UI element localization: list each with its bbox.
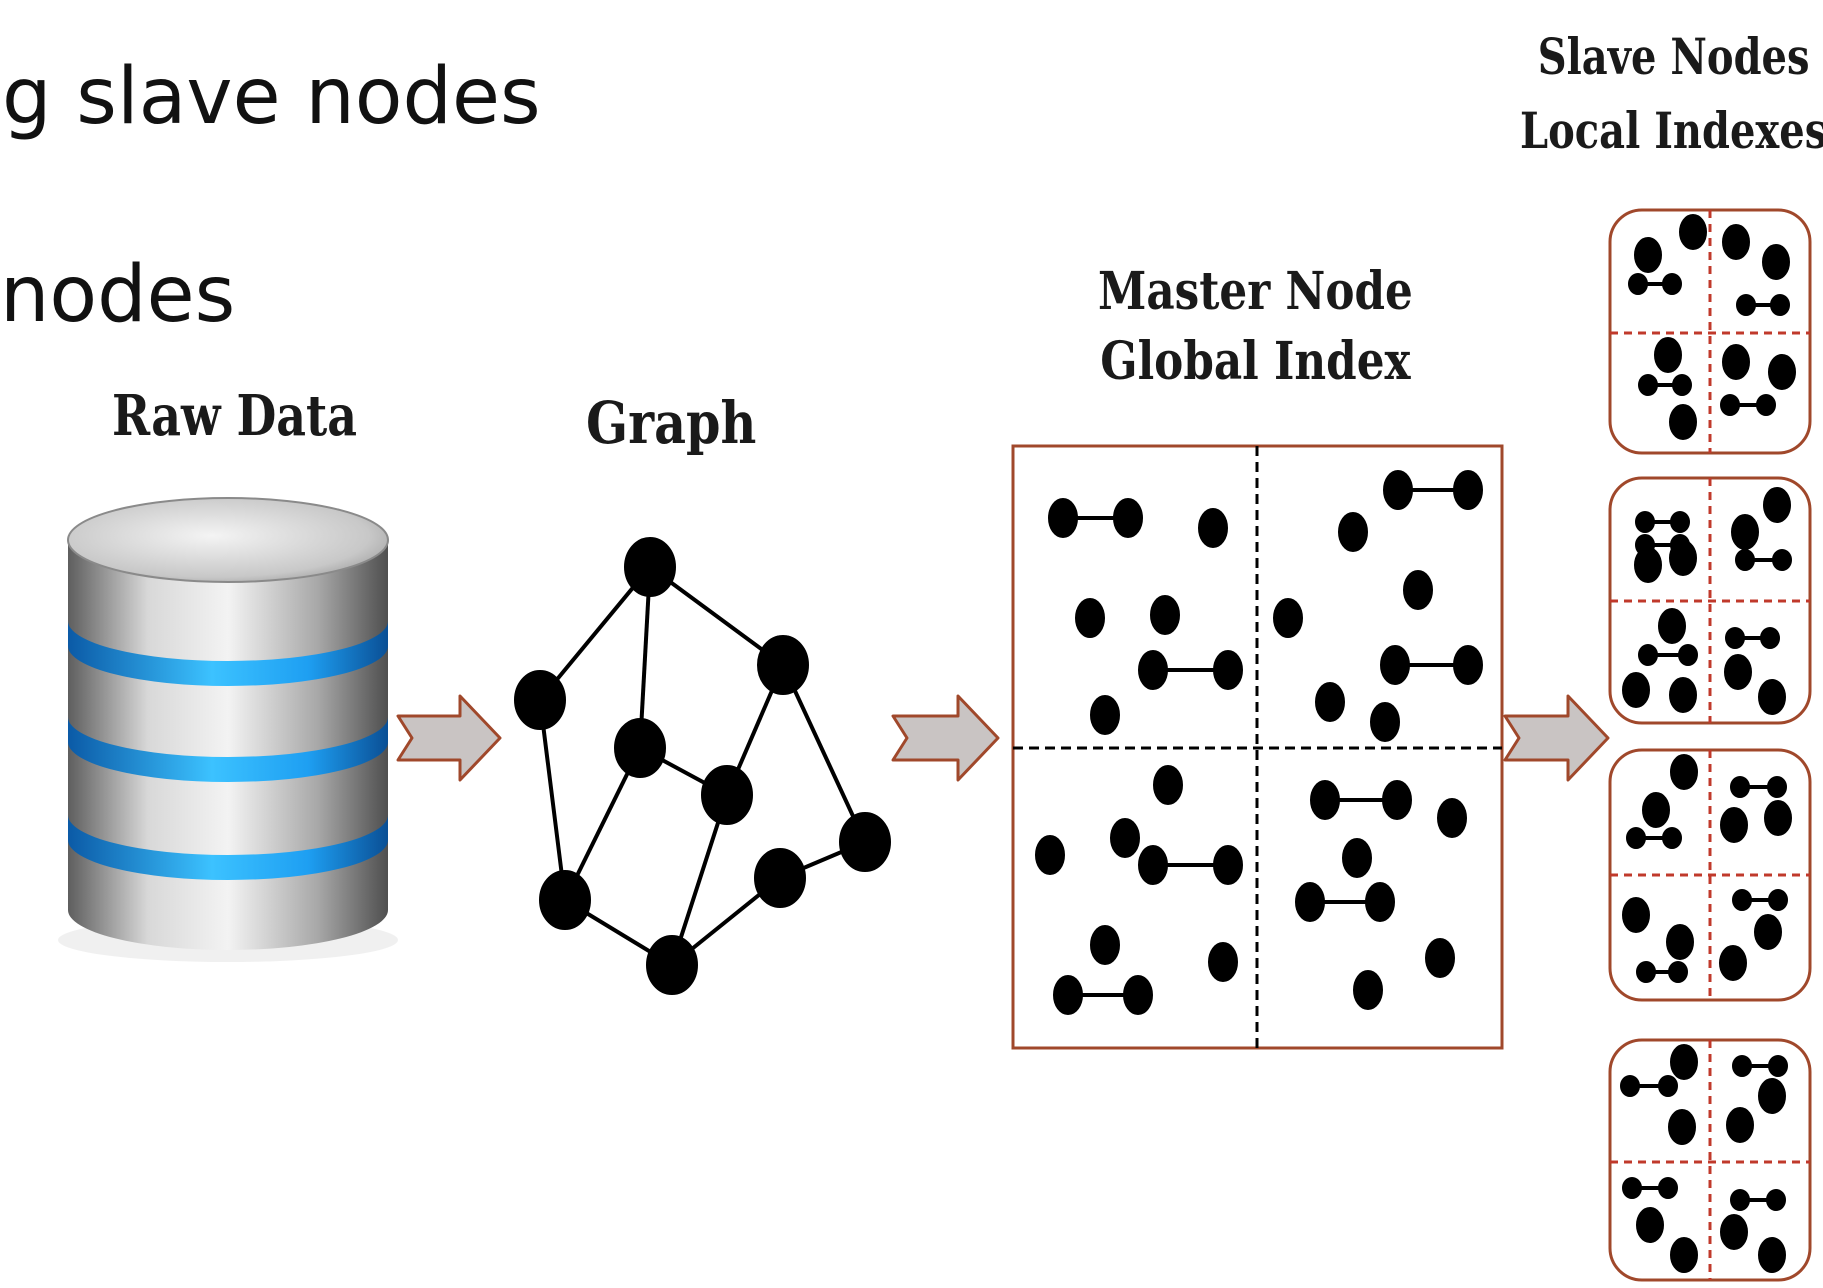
local-indexes-title: Local Indexes — [1520, 100, 1823, 160]
arrow-right-icon — [396, 694, 1610, 782]
slide-text-line-2: nodes — [0, 250, 236, 340]
slave-nodes-label: Slave Nodes Local Indexes — [1520, 28, 1823, 159]
master-node-title: Master Node — [1098, 261, 1413, 322]
slide-text-line-1: g slave nodes — [2, 52, 541, 142]
slave-node-box-4 — [1608, 1038, 1812, 1282]
master-node-label: Master Node Global Index — [1098, 262, 1413, 392]
slave-nodes-title: Slave Nodes — [1537, 27, 1810, 86]
slave-node-box-3 — [1608, 748, 1812, 1002]
slave-node-box-1 — [1608, 208, 1812, 455]
database-icon — [58, 497, 398, 962]
graph-icon — [514, 537, 891, 995]
graph-label: Graph — [586, 389, 757, 457]
global-index-title: Global Index — [1100, 330, 1411, 392]
raw-data-label: Raw Data — [112, 383, 358, 449]
master-index-box — [1011, 444, 1504, 1050]
slave-node-box-2 — [1608, 476, 1812, 725]
